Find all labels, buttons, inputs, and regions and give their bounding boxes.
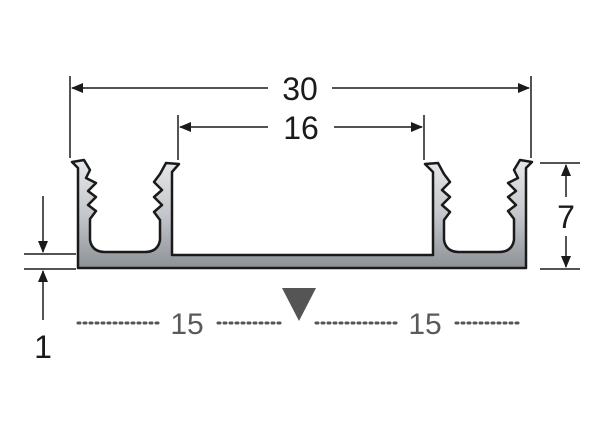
center-marker-icon [282,288,316,321]
aluminium-profile [70,158,534,270]
dim-overall-width: 30 [282,71,318,107]
dim-inner-width: 16 [283,110,319,146]
dim-height: 7 [557,199,575,235]
dim-base-thickness: 1 [34,329,52,365]
center-dim-left: 15 [170,308,203,341]
center-dim-right: 15 [408,308,441,341]
